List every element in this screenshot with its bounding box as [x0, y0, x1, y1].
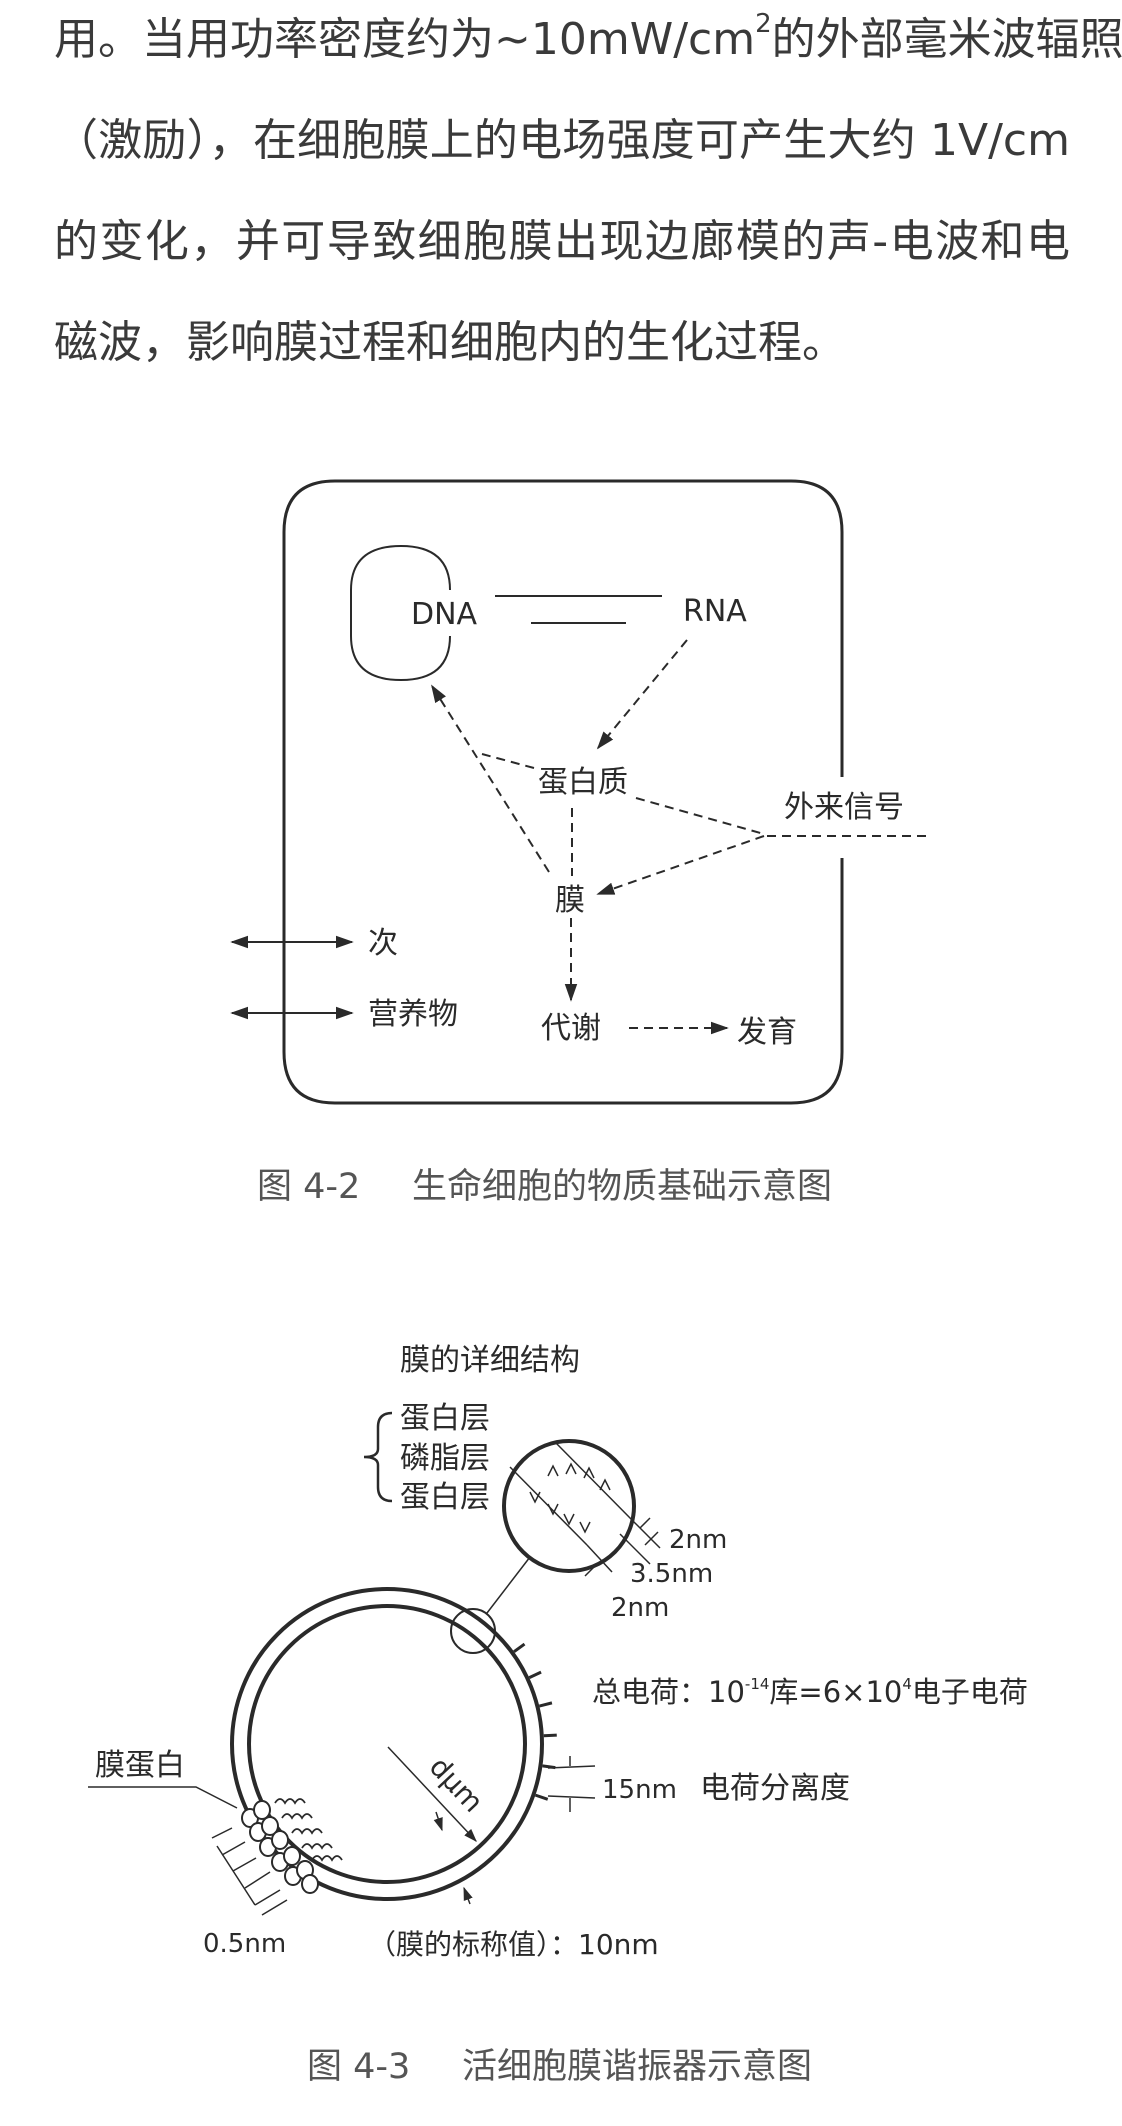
protein-blob	[261, 1816, 279, 1836]
label-membrane-protein: 膜蛋白	[95, 1748, 185, 1783]
membrane-proteins	[241, 1800, 319, 1894]
dimension-ticks	[584, 1517, 661, 1577]
label-radius: dμm	[423, 1750, 490, 1818]
protein-blob	[283, 1846, 301, 1866]
radius-arrow	[387, 1746, 477, 1842]
label-15nm: 15nm	[602, 1775, 677, 1805]
label-external-signal: 外来信号	[784, 790, 904, 825]
caption-title: 生命细胞的物质基础示意图	[412, 1167, 832, 1207]
label-protein: 蛋白质	[538, 765, 628, 800]
protein-blob	[253, 1800, 271, 1820]
caption-number: 图 4-2	[257, 1167, 360, 1207]
charge-ticks	[513, 1642, 557, 1801]
dashed-arrows	[431, 639, 926, 1035]
separation-marks	[547, 1756, 596, 1812]
body-text: 用。当用功率密度约为~10mW/cm	[54, 14, 756, 65]
body-text: 的外部毫米波辐照	[771, 14, 1122, 65]
charge-tick	[528, 1670, 542, 1680]
figure-4-3	[88, 1411, 661, 1916]
caption-number: 图 4-3	[307, 2047, 410, 2087]
brace	[363, 1411, 393, 1503]
label-development: 发育	[737, 1015, 797, 1050]
label-nutrients: 营养物	[368, 997, 458, 1032]
label-protein-layer: 蛋白层	[400, 1480, 490, 1515]
membrane-inner	[247, 1604, 527, 1884]
protein-blob	[271, 1830, 289, 1850]
membrane-protein-leader	[88, 1786, 238, 1809]
label-phospholipid-layer: 磷脂层	[400, 1441, 490, 1476]
label-membrane: 膜	[555, 883, 585, 918]
body-line-4: 磁波，影响膜过程和细胞内的生化过程。	[54, 317, 846, 368]
label-secondary: 次	[368, 926, 398, 961]
figure-4-3-labels: 膜的详细结构 蛋白层 磷脂层 蛋白层 2nm 3.5nm 2nm 总电荷：10-…	[95, 1343, 1028, 1961]
superscript: 2	[755, 9, 772, 39]
label-metabolism: 代谢	[541, 1011, 601, 1046]
label-protein-layer: 蛋白层	[400, 1401, 490, 1436]
charge-tick	[538, 1701, 553, 1708]
detail-circle	[502, 1439, 636, 1573]
charge-tick	[543, 1733, 557, 1738]
body-line-2: （激励），在细胞膜上的电场强度可产生大约 1V/cm	[54, 115, 1070, 166]
label-dna: DNA	[411, 597, 478, 632]
protein-blob	[301, 1874, 319, 1894]
cell-boundary	[282, 479, 844, 1105]
thickness-marks	[211, 1827, 288, 1916]
label-3-5nm: 3.5nm	[630, 1559, 713, 1589]
label-charge-separation: 电荷分离度	[700, 1771, 850, 1806]
label-total-charge: 总电荷：10-14库=6×104电子电荷	[592, 1675, 1028, 1709]
label-rna: RNA	[683, 594, 747, 629]
zoom-circle	[450, 1608, 496, 1654]
caption-title: 活细胞膜谐振器示意图	[462, 2047, 812, 2087]
figure-4-2	[230, 479, 926, 1105]
body-line-3: 的变化，并可导致细胞膜出现边廊模的声-电波和电	[54, 216, 1070, 267]
body-line-1: 用。当用功率密度约为~10mW/cm2的外部毫米波辐照	[54, 8, 1122, 109]
charge-tick	[513, 1642, 526, 1653]
membrane-outer	[230, 1587, 544, 1901]
body-paragraph: 用。当用功率密度约为~10mW/cm2的外部毫米波辐照 （激励），在细胞膜上的电…	[54, 8, 1122, 412]
lipid-marks	[529, 1462, 611, 1534]
label-2nm: 2nm	[611, 1593, 669, 1623]
label-0-5nm: 0.5nm	[203, 1929, 286, 1959]
charge-tick	[534, 1793, 549, 1801]
nucleus-oval	[350, 544, 451, 682]
label-nominal-value: （膜的标称值）：10nm	[368, 1928, 659, 1961]
label-2nm: 2nm	[669, 1525, 727, 1555]
figure-4-2-labels: DNA RNA 蛋白质 外来信号 膜 代谢 发育 次 营养物	[368, 594, 904, 1050]
label-detail-title: 膜的详细结构	[400, 1343, 580, 1378]
